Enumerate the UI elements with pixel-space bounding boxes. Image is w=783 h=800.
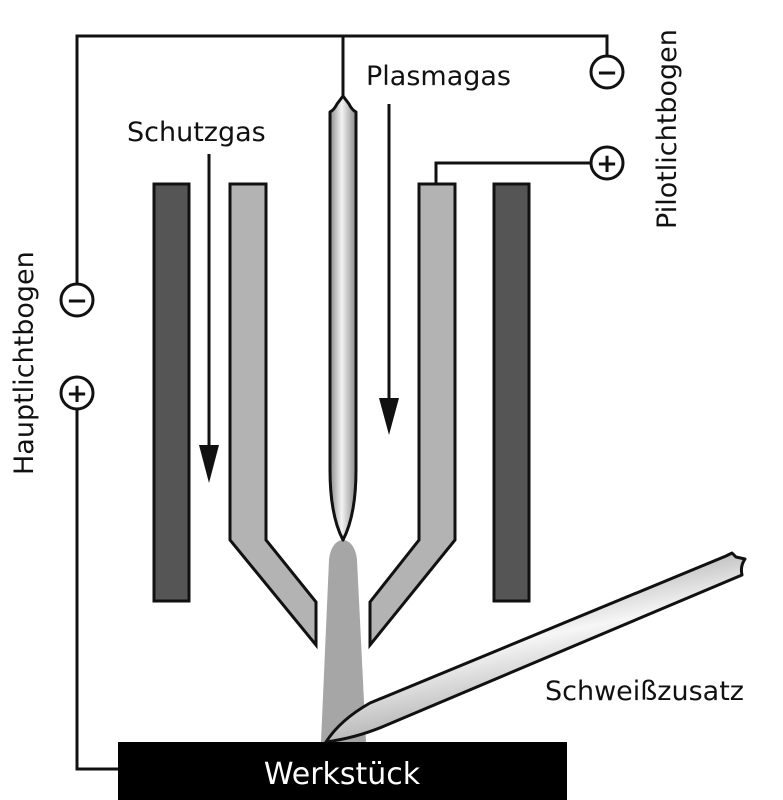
pilot-negative-terminal: −: [589, 54, 625, 90]
plasma-gas-arrow: [379, 104, 399, 435]
shielding-gas-label: Schutzgas: [127, 117, 266, 148]
pilot-arc-label: Pilotlichtbogen: [652, 29, 683, 229]
filler-label: Schweißzusatz: [545, 676, 744, 707]
pilot-positive-sign: +: [596, 149, 618, 179]
main-positive-sign: +: [66, 379, 88, 409]
plasma-jet: [321, 540, 366, 742]
pilot-positive-wire: [434, 161, 591, 185]
shielding-gas-arrow: [199, 154, 219, 483]
main-arc-label: Hauptlichtbogen: [9, 251, 40, 475]
outer-nozzle-right: [492, 182, 531, 603]
outer-nozzle-left: [152, 182, 191, 603]
main-positive-wire: [75, 410, 120, 771]
pilot-negative-sign: −: [596, 58, 618, 88]
pilot-positive-terminal: +: [589, 145, 625, 181]
inner-nozzle-left: [228, 182, 318, 650]
circuit-wiring: [75, 34, 609, 771]
workpiece-label: Werkstück: [264, 757, 421, 792]
workpiece: [118, 742, 567, 800]
main-positive-terminal: +: [59, 375, 95, 411]
main-negative-terminal: −: [59, 282, 95, 318]
filler-wire: [324, 551, 747, 744]
inner-nozzle-right: [368, 182, 457, 650]
main-negative-sign: −: [66, 286, 88, 316]
plasma-gas-label: Plasmagas: [366, 61, 511, 92]
tungsten-electrode: [328, 94, 358, 542]
